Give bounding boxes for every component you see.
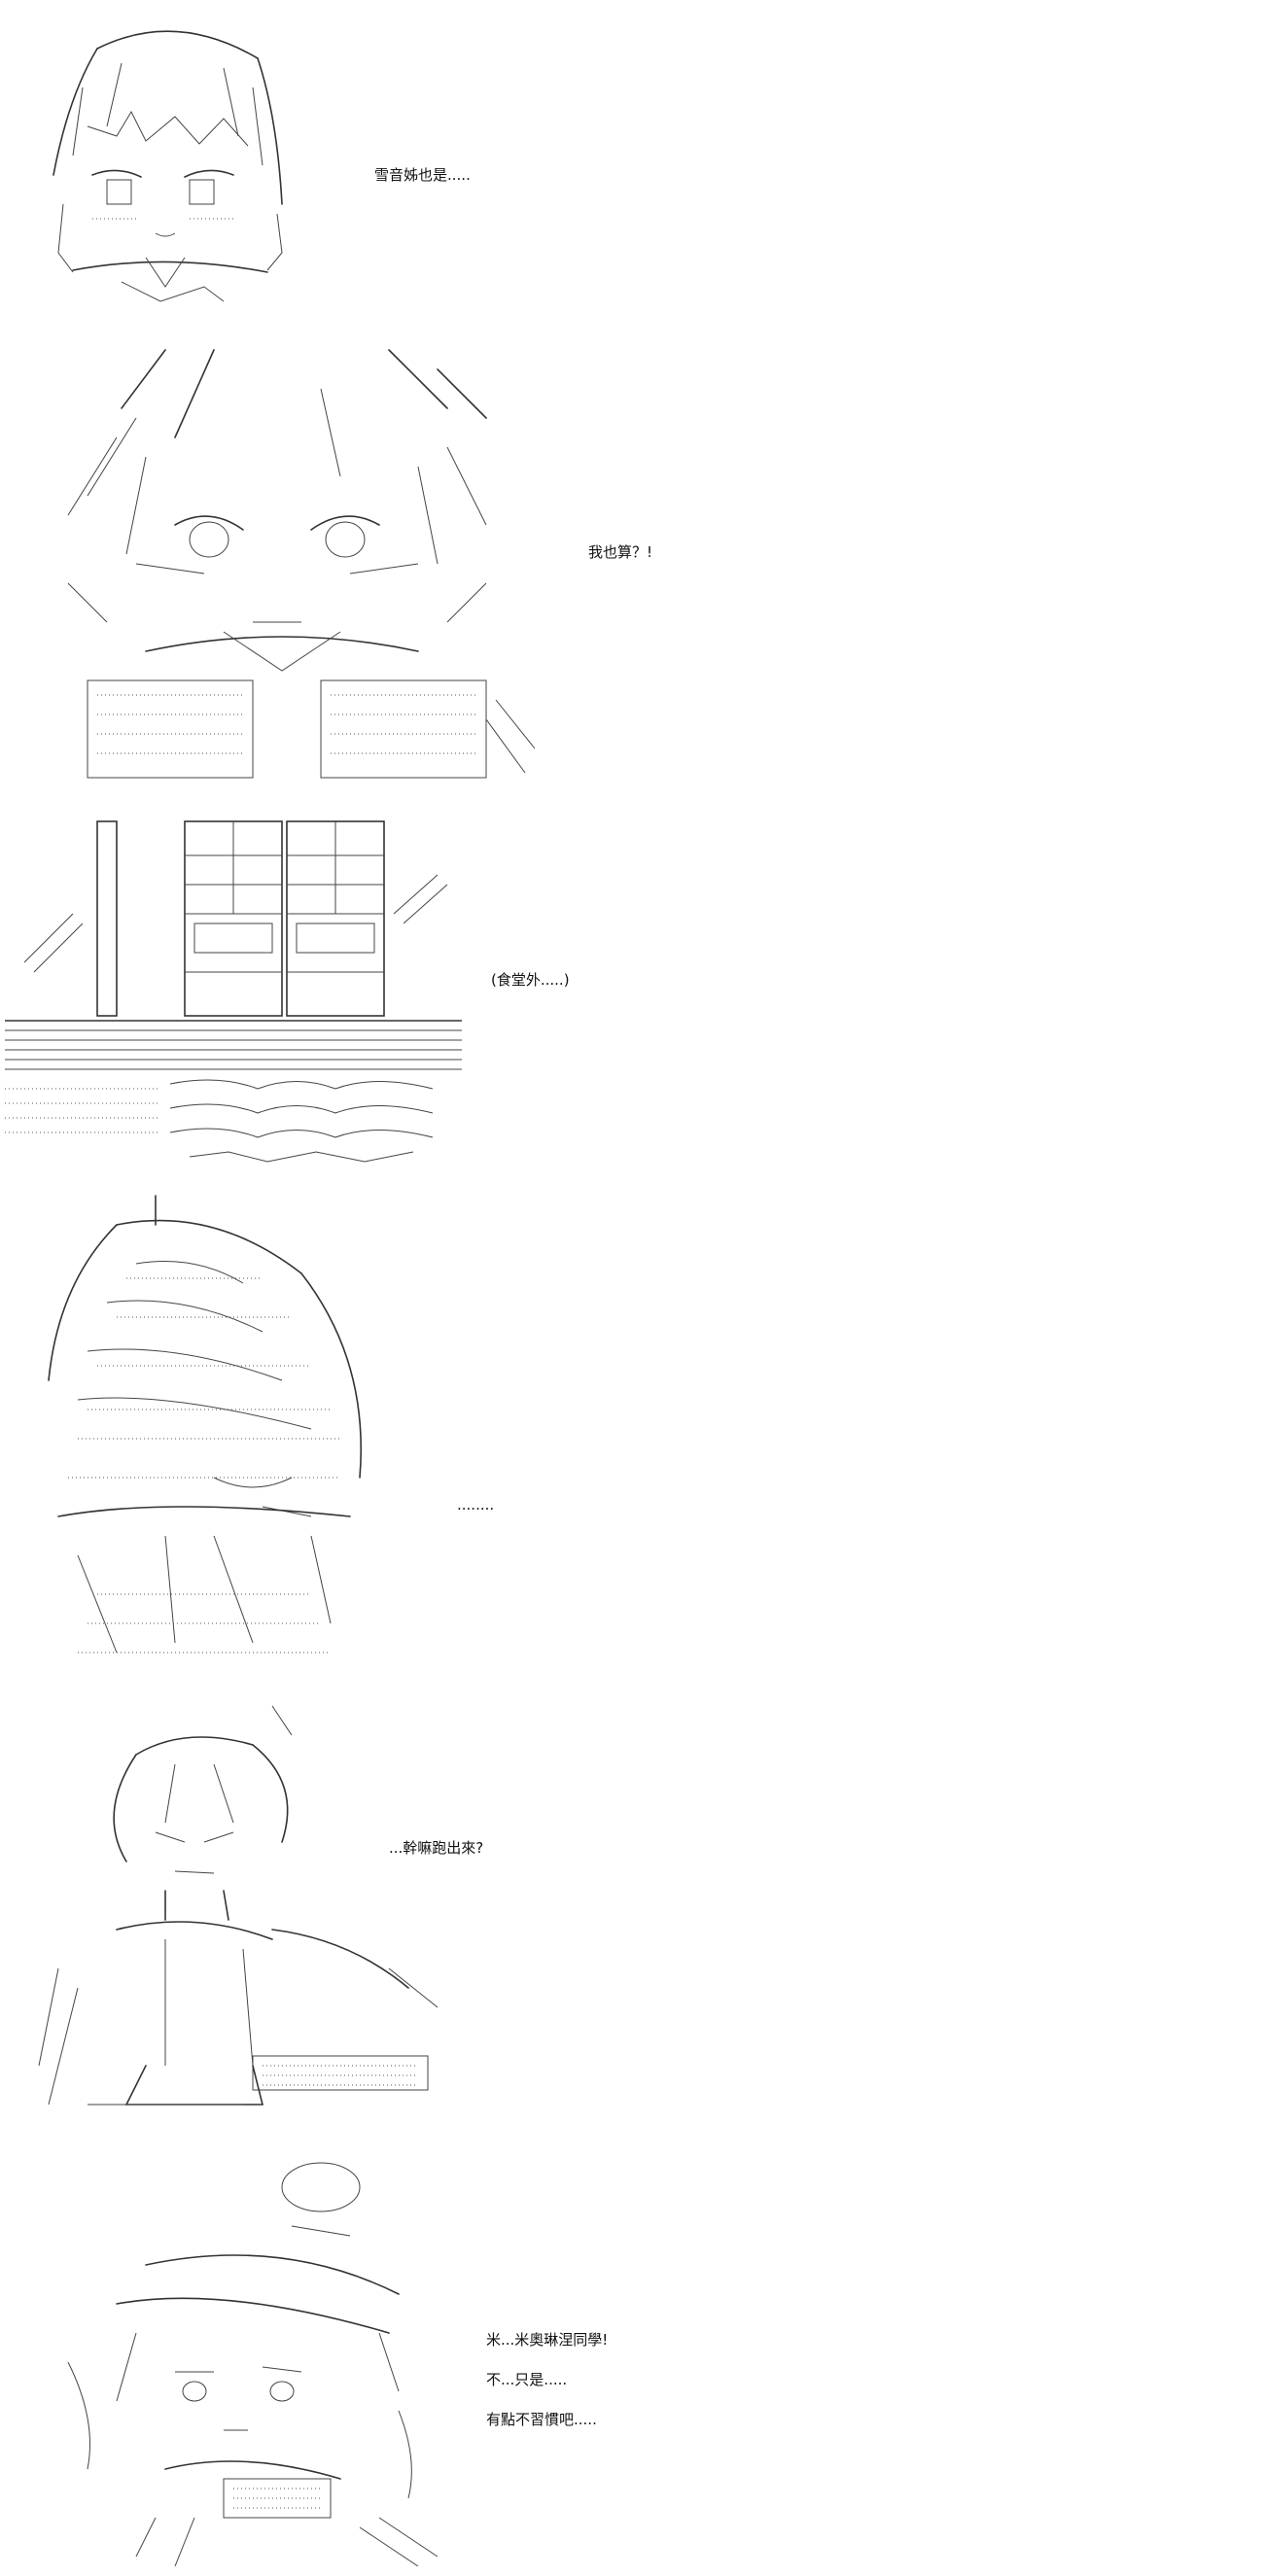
panel-5-artwork <box>19 1696 467 2124</box>
panel-1: 雪音姊也是..... <box>0 0 1264 321</box>
panel-4: ........ <box>0 1186 1264 1672</box>
panel-2-artwork <box>29 331 535 787</box>
panel-5: ...幹嘛跑出來? <box>0 1691 1264 2129</box>
panel-6-dialogue: 米...米奧琳涅同學! 不...只是..... 有點不習慣吧..... <box>486 2330 608 2450</box>
panel-4-dialogue: ........ <box>457 1496 495 1514</box>
panel-6-dialogue-line-1: 米...米奧琳涅同學! <box>486 2331 609 2349</box>
panel-3: (食堂外.....) <box>0 807 1264 1186</box>
panel-5-dialogue: ...幹嘛跑出來? <box>389 1839 484 1857</box>
panel-2: 我也算？! <box>0 321 1264 787</box>
panel-6: 米...米奧琳涅同學! 不...只是..... 有點不習慣吧..... <box>0 2139 1264 2576</box>
panel-4-artwork <box>19 1186 389 1672</box>
panel-1-dialogue: 雪音姊也是..... <box>374 166 471 184</box>
panel-3-dialogue: (食堂外.....) <box>491 971 570 989</box>
panel-6-dialogue-line-2: 不...只是..... <box>486 2371 568 2388</box>
panel-2-dialogue: 我也算？! <box>588 543 653 561</box>
panel-6-dialogue-line-3: 有點不習慣吧..... <box>486 2411 597 2428</box>
panel-1-artwork <box>29 10 321 321</box>
panel-3-artwork <box>5 817 462 1176</box>
panel-6-artwork <box>29 2148 457 2566</box>
